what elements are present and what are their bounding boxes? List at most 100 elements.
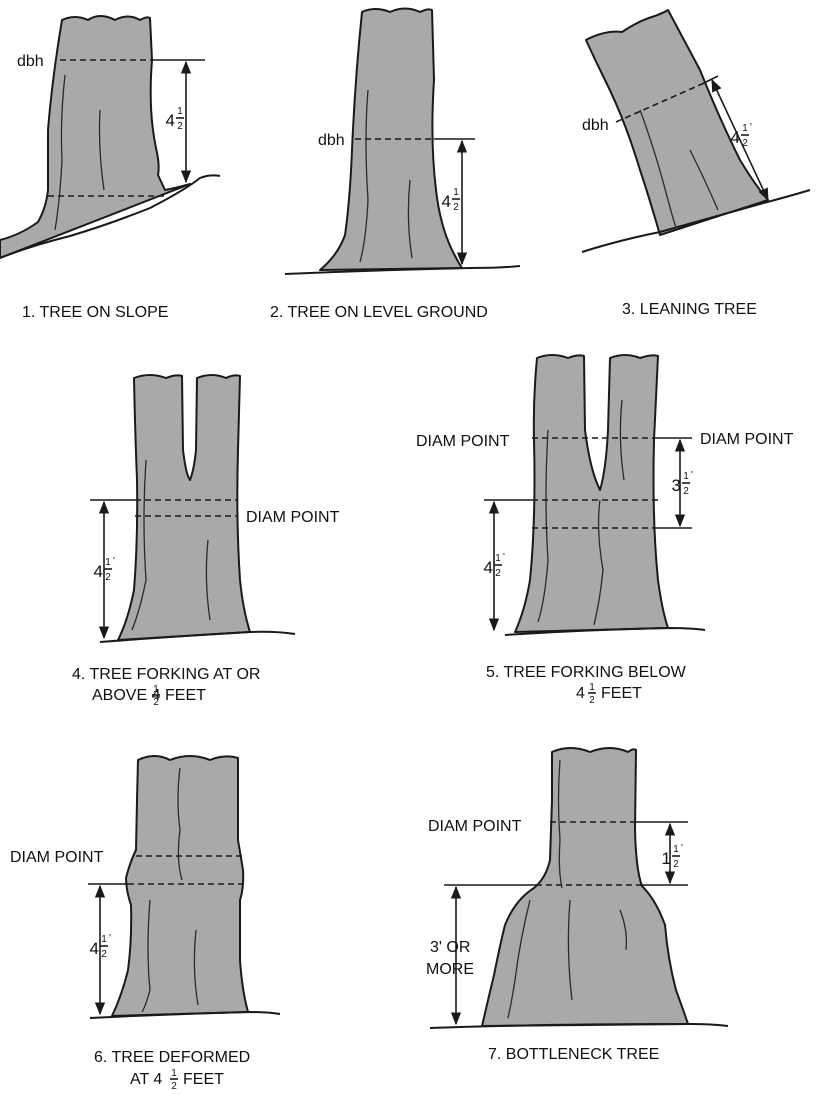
svg-text:': ' bbox=[185, 105, 187, 116]
svg-text:': ' bbox=[681, 843, 683, 854]
upper-height-measure: 3 1 2 ' bbox=[672, 470, 693, 497]
level-ground bbox=[89, 1010, 281, 1019]
svg-text:1: 1 bbox=[673, 844, 679, 855]
svg-text:4: 4 bbox=[576, 685, 585, 702]
panel-tree-deformed: DIAM POINT 4 1 2 ' 6. TREE DEFORMED AT 4… bbox=[10, 755, 281, 1092]
bark-line bbox=[689, 149, 719, 211]
svg-text:4: 4 bbox=[731, 128, 740, 147]
svg-text:4: 4 bbox=[166, 111, 175, 130]
svg-text:1: 1 bbox=[589, 682, 595, 693]
panel-caption: 3. LEANING TREE bbox=[622, 301, 757, 318]
dbh-label: dbh bbox=[17, 53, 44, 70]
lower-height-measure: 4 1 2 ' bbox=[484, 552, 505, 579]
bark-line bbox=[593, 499, 604, 626]
panel-leaning-tree: dbh 4 1 2 ' 3. LEANING TREE bbox=[581, 9, 811, 318]
svg-text:1: 1 bbox=[153, 684, 159, 695]
bark-line bbox=[98, 109, 105, 191]
bark-line bbox=[557, 759, 563, 889]
panel-tree-on-slope: dbh 4 1 2 ' 1. TREE ON SLOPE bbox=[0, 15, 221, 321]
svg-text:2: 2 bbox=[153, 697, 159, 708]
svg-text:2: 2 bbox=[495, 568, 501, 579]
bark-line bbox=[177, 767, 183, 881]
height-measure: 4 1 2 ' bbox=[166, 105, 187, 132]
diam-point-label: DIAM POINT bbox=[428, 818, 522, 835]
panel-tree-forking-below: DIAM POINT DIAM POINT 3 1 2 ' 4 1 2 ' 5.… bbox=[416, 354, 794, 706]
extension-line bbox=[701, 75, 719, 85]
tree-trunk bbox=[514, 354, 669, 633]
tree-trunk bbox=[117, 374, 251, 641]
svg-text:1: 1 bbox=[105, 557, 111, 568]
svg-text:3: 3 bbox=[672, 476, 681, 495]
height-measure: 4 1 2 ' bbox=[442, 186, 463, 213]
diam-point-label: DIAM POINT bbox=[10, 849, 104, 866]
svg-text:2: 2 bbox=[673, 859, 679, 870]
svg-text:2: 2 bbox=[589, 695, 595, 706]
lower-height-measure-line1: 3' OR bbox=[430, 939, 470, 956]
svg-text:': ' bbox=[750, 122, 752, 133]
bark-line bbox=[359, 89, 369, 263]
svg-text:': ' bbox=[461, 186, 463, 197]
svg-text:2: 2 bbox=[453, 202, 459, 213]
dbh-label: dbh bbox=[582, 117, 609, 134]
dbh-label: dbh bbox=[318, 132, 345, 149]
dbh-line bbox=[615, 83, 703, 123]
tree-trunk bbox=[481, 747, 689, 1027]
bark-line bbox=[131, 459, 147, 631]
svg-text:FEET: FEET bbox=[183, 1071, 224, 1088]
height-measure: 4 1 2 ' bbox=[90, 933, 111, 960]
lower-height-measure-line2: MORE bbox=[426, 961, 474, 978]
bark-line bbox=[54, 74, 66, 231]
bark-line bbox=[639, 109, 677, 229]
svg-text:': ' bbox=[691, 470, 693, 481]
svg-text:4: 4 bbox=[90, 939, 99, 958]
svg-text:1: 1 bbox=[453, 187, 459, 198]
svg-text:2: 2 bbox=[171, 1081, 177, 1092]
svg-text:6. TREE DEFORMED: 6. TREE DEFORMED bbox=[94, 1049, 250, 1066]
svg-text:1: 1 bbox=[662, 849, 671, 868]
svg-text:FEET: FEET bbox=[165, 687, 206, 704]
svg-text:': ' bbox=[109, 933, 111, 944]
svg-text:FEET: FEET bbox=[601, 685, 642, 702]
svg-text:AT 4: AT 4 bbox=[130, 1071, 162, 1088]
svg-text:2: 2 bbox=[177, 121, 183, 132]
svg-text:2: 2 bbox=[105, 572, 111, 583]
slope-ground bbox=[0, 174, 221, 259]
svg-text:2: 2 bbox=[742, 138, 748, 149]
bark-line bbox=[407, 179, 413, 259]
svg-text:1: 1 bbox=[495, 553, 501, 564]
diam-point-label: DIAM POINT bbox=[246, 509, 340, 526]
svg-text:1: 1 bbox=[101, 934, 107, 945]
bark-line bbox=[537, 429, 549, 623]
height-measure: 4 1 2 ' bbox=[731, 122, 752, 149]
panel-caption: 4. TREE FORKING AT OR ABOVE 4 1 2 FEET bbox=[72, 666, 260, 708]
level-ground bbox=[429, 1022, 729, 1029]
panel-tree-forking-above: DIAM POINT 4 1 2 ' 4. TREE FORKING AT OR… bbox=[72, 374, 340, 708]
svg-text:1: 1 bbox=[683, 471, 689, 482]
svg-text:1: 1 bbox=[171, 1068, 177, 1079]
bark-line bbox=[507, 899, 531, 1019]
svg-text:2: 2 bbox=[683, 486, 689, 497]
bark-line bbox=[193, 929, 199, 1006]
level-ground bbox=[99, 630, 296, 643]
level-ground bbox=[284, 265, 521, 275]
panel-caption: 6. TREE DEFORMED AT 4 1 2 FEET bbox=[94, 1049, 250, 1092]
svg-text:': ' bbox=[113, 556, 115, 567]
panel-caption: 5. TREE FORKING BELOW 4 1 2 FEET bbox=[486, 664, 687, 706]
svg-text:4: 4 bbox=[94, 562, 103, 581]
height-arrow bbox=[711, 78, 769, 202]
panel-caption: 7. BOTTLENECK TREE bbox=[488, 1046, 659, 1063]
level-ground bbox=[504, 626, 706, 636]
bark-line bbox=[619, 399, 625, 481]
tree-trunk bbox=[585, 9, 769, 236]
panel-caption: 1. TREE ON SLOPE bbox=[22, 304, 168, 321]
svg-text:1: 1 bbox=[177, 106, 183, 117]
panel-tree-on-level-ground: dbh 4 1 2 ' 2. TREE ON LEVEL GROUND bbox=[270, 7, 521, 321]
height-measure: 4 1 2 ' bbox=[94, 556, 115, 583]
bark-line bbox=[205, 539, 211, 621]
tree-trunk bbox=[0, 15, 191, 259]
svg-text:4: 4 bbox=[484, 558, 493, 577]
svg-text:1: 1 bbox=[742, 123, 748, 134]
panel-caption: 2. TREE ON LEVEL GROUND bbox=[270, 304, 488, 321]
svg-text:ABOVE 4: ABOVE 4 bbox=[92, 687, 161, 704]
